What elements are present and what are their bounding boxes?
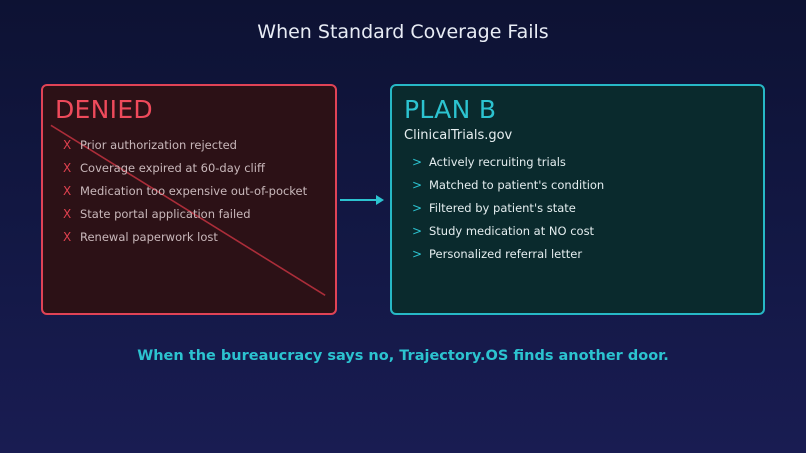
x-icon: X [63, 137, 72, 152]
list-item: > Filtered by patient's state [412, 196, 604, 219]
list-item-text: Renewal paperwork lost [80, 229, 218, 244]
chevron-right-icon: > [412, 154, 423, 169]
list-item: > Personalized referral letter [412, 242, 604, 265]
list-item-text: Medication too expensive out-of-pocket [80, 183, 308, 198]
list-item-text: Actively recruiting trials [429, 154, 566, 169]
list-item-text: Prior authorization rejected [80, 137, 237, 152]
list-item-text: State portal application failed [80, 206, 251, 221]
list-item: X Renewal paperwork lost [63, 225, 307, 248]
denied-heading: DENIED [55, 95, 153, 124]
page-title: When Standard Coverage Fails [257, 21, 549, 43]
list-item-text: Personalized referral letter [429, 246, 583, 261]
x-icon: X [63, 229, 72, 244]
chevron-right-icon: > [412, 223, 423, 238]
chevron-right-icon: > [412, 246, 423, 261]
plan-b-panel: PLAN B ClinicalTrials.gov > Actively recr… [390, 84, 765, 315]
list-item: X Prior authorization rejected [63, 133, 307, 156]
denied-panel: DENIED X Prior authorization rejected X Co… [41, 84, 337, 315]
plan-b-list: > Actively recruiting trials > Matched to … [412, 150, 604, 265]
list-item: > Matched to patient's condition [412, 173, 604, 196]
list-item: > Study medication at NO cost [412, 219, 604, 242]
denied-list: X Prior authorization rejected X Coverage … [63, 133, 307, 248]
list-item: X Medication too expensive out-of-pocket [63, 179, 307, 202]
arrow-right-icon [340, 195, 384, 205]
list-item: X Coverage expired at 60-day cliff [63, 156, 307, 179]
plan-b-subheading: ClinicalTrials.gov [404, 128, 513, 143]
plan-b-heading: PLAN B [404, 95, 497, 124]
list-item-text: Matched to patient's condition [429, 177, 605, 192]
list-item-text: Coverage expired at 60-day cliff [80, 160, 265, 175]
chevron-right-icon: > [412, 200, 423, 215]
list-item-text: Filtered by patient's state [429, 200, 576, 215]
list-item: > Actively recruiting trials [412, 150, 604, 173]
x-icon: X [63, 206, 72, 221]
tagline: When the bureaucracy says no, Trajectory… [137, 348, 669, 364]
chevron-right-icon: > [412, 177, 423, 192]
list-item: X State portal application failed [63, 202, 307, 225]
x-icon: X [63, 160, 72, 175]
list-item-text: Study medication at NO cost [429, 223, 595, 238]
x-icon: X [63, 183, 72, 198]
